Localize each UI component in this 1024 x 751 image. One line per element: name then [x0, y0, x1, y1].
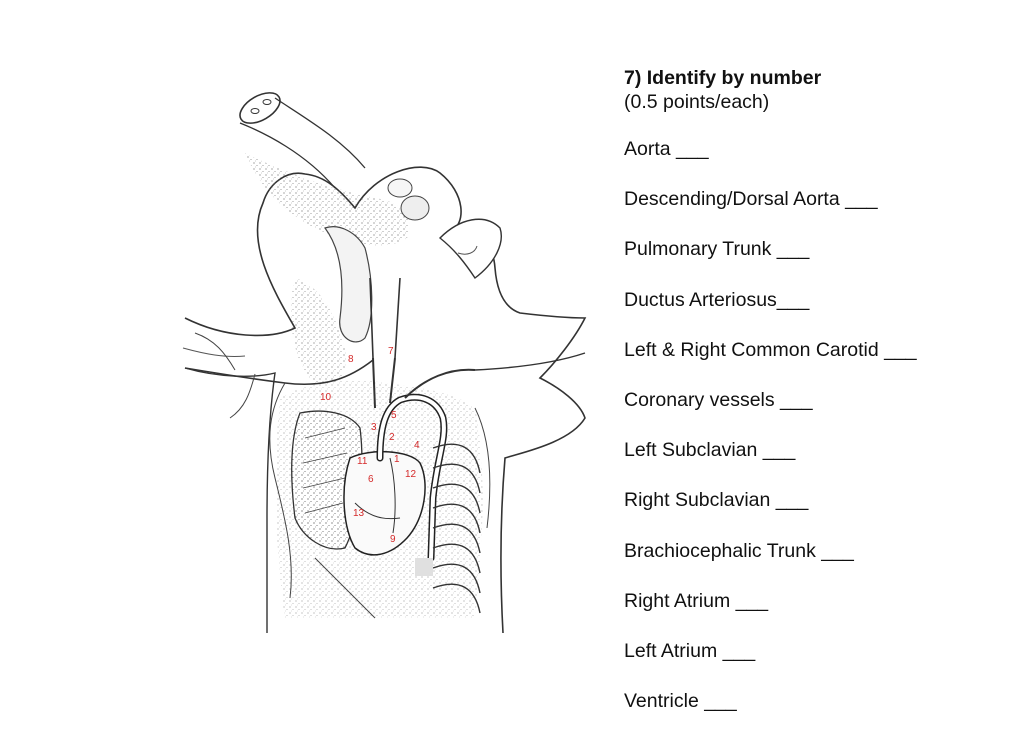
list-item-descending-aorta: Descending/Dorsal Aorta ___ — [624, 188, 878, 211]
label-5: 5 — [391, 410, 397, 421]
answer-list: Aorta ___ Descending/Dorsal Aorta ___ Pu… — [624, 137, 1014, 739]
list-item-brachiocephalic-trunk: Brachiocephalic Trunk ___ — [624, 539, 854, 562]
list-item-right-subclavian: Right Subclavian ___ — [624, 489, 809, 512]
question-title: 7) Identify by number — [624, 67, 822, 89]
list-item-aorta: Aorta ___ — [624, 138, 709, 160]
label-4: 4 — [414, 440, 420, 451]
list-item-left-atrium: Left Atrium ___ — [624, 639, 756, 662]
list-item-ventricle: Ventricle ___ — [624, 690, 737, 713]
list-item-common-carotid: Left & Right Common Carotid ___ — [624, 338, 917, 361]
label-11: 11 — [357, 456, 368, 467]
question-subtitle: (0.5 points/each) — [624, 91, 770, 113]
label-2: 2 — [389, 432, 395, 443]
list-item-ductus-arteriosus: Ductus Arteriosus___ — [624, 288, 810, 311]
list-item-left-subclavian: Left Subclavian ___ — [624, 439, 796, 462]
list-item-pulmonary-trunk: Pulmonary Trunk ___ — [624, 238, 810, 261]
label-13: 13 — [353, 508, 365, 519]
label-6: 6 — [368, 474, 374, 485]
label-7: 7 — [388, 346, 394, 357]
label-3: 3 — [371, 422, 377, 433]
label-10: 10 — [320, 392, 332, 403]
label-1: 1 — [394, 454, 400, 465]
label-12: 12 — [405, 469, 417, 480]
list-item-coronary-vessels: Coronary vessels ___ — [624, 388, 813, 411]
question-panel: 7) Identify by number (0.5 points/each) … — [624, 66, 1014, 739]
pig-circulatory-diagram: 1 2 3 4 5 6 7 8 9 10 11 12 13 — [175, 78, 595, 638]
heart — [343, 450, 426, 556]
list-item-right-atrium: Right Atrium ___ — [624, 589, 769, 612]
snout — [239, 92, 281, 124]
ear — [438, 218, 502, 280]
label-9: 9 — [390, 534, 396, 545]
label-8: 8 — [348, 354, 354, 365]
